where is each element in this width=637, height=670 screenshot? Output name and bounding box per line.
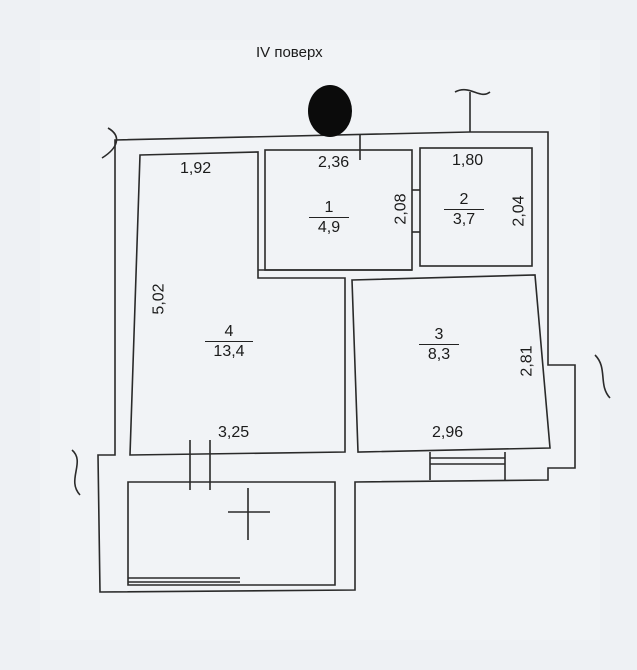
dimension-room4-left: 5,02: [150, 283, 168, 315]
room-3-outline: [351, 274, 551, 453]
dimension-room2-top: 1,80: [452, 152, 484, 169]
dimension-room4-top: 1,92: [180, 160, 212, 177]
room-4-outline: [129, 151, 346, 456]
room-4-label: 4 13,4: [205, 322, 253, 361]
room-2-label: 2 3,7: [444, 190, 484, 229]
dimension-room3-bottom: 2,96: [432, 424, 464, 441]
room-1-number: 1: [309, 198, 349, 218]
break-mark-top-left: [101, 127, 118, 159]
room-3-label: 3 8,3: [419, 325, 459, 364]
room-2-outline: [419, 147, 533, 267]
riser-pipe-icon: [308, 85, 352, 137]
room-4-number: 4: [205, 322, 253, 342]
floor-title: IV поверх: [256, 44, 323, 61]
balcony-outline: [127, 481, 336, 586]
dimension-room2-right: 2,04: [510, 195, 528, 227]
break-mark-left: [71, 449, 81, 496]
room-3-area: 8,3: [427, 346, 451, 363]
room-2-number: 2: [444, 190, 484, 210]
dimension-room1-right: 2,08: [392, 193, 410, 225]
break-mark-right: [594, 354, 611, 399]
room-3-number: 3: [419, 325, 459, 345]
dimension-room1-top: 2,36: [318, 154, 350, 171]
break-mark-top-right: [454, 88, 491, 96]
dimension-room3-right: 2,81: [518, 345, 536, 377]
room-2-area: 3,7: [452, 211, 476, 228]
dimension-room4-bottom: 3,25: [218, 424, 250, 441]
room-1-label: 1 4,9: [309, 198, 349, 237]
room-4-area: 13,4: [213, 343, 245, 360]
outer-wall-outline: [97, 131, 576, 593]
room-1-area: 4,9: [317, 219, 341, 236]
